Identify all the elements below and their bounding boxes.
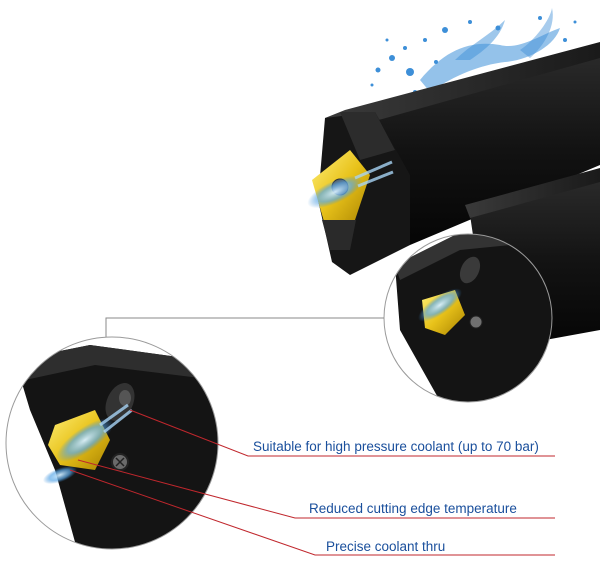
turning-tool-upper <box>307 42 600 275</box>
callout-high-pressure-coolant: Suitable for high pressure coolant (up t… <box>253 439 539 454</box>
detail-connector-line <box>105 317 384 343</box>
callout-leaders <box>69 409 555 556</box>
leader-line-2 <box>77 459 555 519</box>
callout-precise-coolant: Precise coolant thru <box>326 539 446 554</box>
detail-circle-large <box>5 336 219 550</box>
leader-line-1 <box>129 409 555 457</box>
leader-line-3 <box>69 469 555 556</box>
callout-reduced-temperature: Reduced cutting edge temperature <box>309 501 517 516</box>
